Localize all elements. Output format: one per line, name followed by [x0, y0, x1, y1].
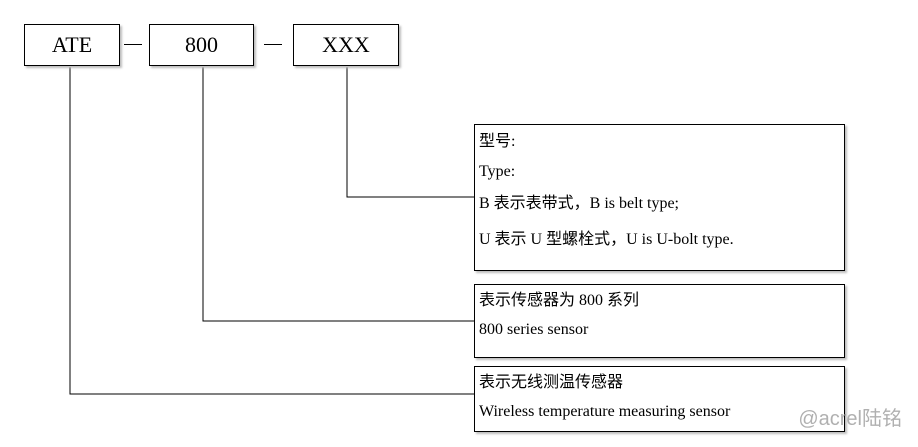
type-description-box: 型号: Type: B 表示表带式，B is belt type; U 表示 U… [474, 124, 845, 271]
type-line-cn-title: 型号: [479, 133, 516, 150]
connector-800-to-series [202, 67, 474, 322]
series-description-box: 表示传感器为 800 系列 800 series sensor [474, 284, 845, 358]
type-line-ubolt: U 表示 U 型螺栓式，U is U-bolt type. [479, 231, 734, 248]
connector-xxx-to-type [346, 67, 474, 198]
code-part-800-box: 800 [149, 24, 254, 66]
connector-ate-to-wireless [69, 67, 474, 395]
code-part-xxx-label: XXX [322, 32, 370, 57]
code-part-ate-box: ATE [24, 24, 120, 66]
wireless-description-box: 表示无线测温传感器 Wireless temperature measuring… [474, 366, 845, 432]
wireless-line-en: Wireless temperature measuring sensor [479, 403, 731, 420]
code-separator-dash [124, 44, 142, 45]
code-part-ate-label: ATE [51, 32, 93, 57]
series-line-cn: 表示传感器为 800 系列 [479, 292, 640, 309]
watermark-text: @acrel陆铭 [798, 408, 902, 430]
code-part-800-label: 800 [185, 32, 218, 57]
code-separator-dash [264, 44, 282, 45]
series-line-en: 800 series sensor [479, 321, 589, 338]
code-part-xxx-box: XXX [293, 24, 399, 66]
wireless-line-cn: 表示无线测温传感器 [479, 374, 624, 391]
type-line-en-title: Type: [479, 163, 516, 180]
type-line-belt: B 表示表带式，B is belt type; [479, 195, 680, 212]
